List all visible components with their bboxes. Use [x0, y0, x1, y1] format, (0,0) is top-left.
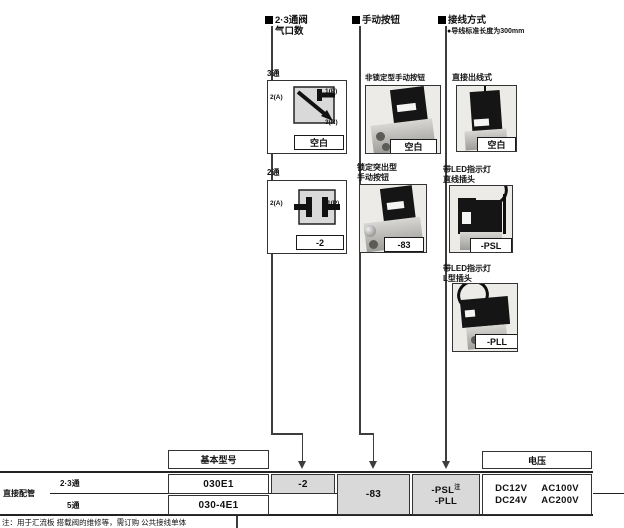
wiring-code-cell: -PSL注 -PLL — [412, 474, 480, 515]
voltage-header: 电压 — [482, 451, 592, 469]
option-box-2port: 2(A) 1(P) -2 — [267, 180, 347, 254]
option-label-line1: 带LED指示灯 — [443, 165, 491, 174]
section-marker-icon — [352, 16, 360, 24]
option-label-nonlocking: 非锁定型手动按钮 — [365, 73, 425, 82]
photo-wire — [503, 194, 506, 234]
valve-photo-leadwire: 空白 — [456, 85, 517, 152]
base-model-header: 基本型号 — [168, 450, 269, 469]
photo-port-hole — [369, 240, 378, 249]
voltage-option: AC100V — [541, 483, 579, 494]
option-label-locking: 锁定突出型 手动按钮 — [357, 163, 397, 182]
flow-arrow-icon — [441, 461, 450, 469]
section-title: 2·3通阀 — [275, 15, 308, 26]
option-label-line2: L型插头 — [443, 273, 472, 283]
valve-symbol-3port-icon — [293, 86, 335, 124]
wiring-code-pll: -PLL — [435, 496, 457, 507]
table-right-stub — [593, 493, 624, 494]
flow-line-wiring — [445, 26, 447, 462]
flow-line-valve-drop — [301, 433, 303, 462]
row1-label: 2·3通 — [60, 479, 80, 488]
voltage-options: DC12V AC100V DC24V AC200V — [495, 483, 579, 506]
wiring-code-psl: -PSL注 — [431, 483, 460, 496]
section-header-manual: 手动按钮 — [352, 15, 400, 26]
valve-photo-straight-plug: -PSL — [449, 185, 513, 253]
photo-port-hole — [382, 143, 390, 151]
wiring-code-lines: -PSL注 -PLL — [431, 483, 460, 507]
section-marker-icon — [265, 16, 273, 24]
code-badge: 空白 — [390, 139, 437, 153]
voltage-option: DC24V — [495, 495, 528, 506]
code-badge: -2 — [296, 235, 344, 250]
option-label-pll: 带LED指示灯 L型插头 — [443, 264, 491, 283]
flow-arrow-icon — [298, 461, 306, 469]
section-header-wiring: 接线方式 ●导线标准长度为300mm — [438, 15, 524, 37]
table-continuation-line — [236, 516, 238, 528]
flow-line-manual-drop — [372, 433, 374, 462]
option-label-2port: 2通 — [267, 168, 280, 177]
port-label: 3(R) — [325, 119, 338, 126]
flow-line-manual-jog — [359, 433, 374, 435]
photo-label-window — [464, 309, 476, 318]
wiring-note: ●导线标准长度为300mm — [447, 28, 525, 35]
port-label: 2(A) — [270, 94, 283, 101]
valve-photo-nonlocking: 空白 — [365, 85, 441, 154]
code-badge: -83 — [384, 237, 424, 252]
option-label-line2: 直线插头 — [443, 174, 475, 184]
table-bottom-rule — [0, 514, 593, 516]
option-label-3port: 3通 — [267, 69, 280, 78]
port-code-cell: -2 — [271, 474, 335, 494]
option-label-line1: 锁定突出型 — [357, 163, 397, 172]
footnote-text: 注：用于汇流板 搭载阀的维修等，需订购 公共接线单体 — [2, 518, 187, 527]
voltage-option: AC200V — [541, 495, 579, 506]
option-label-line1: 带LED指示灯 — [443, 264, 491, 273]
section-header-valve: 2·3通阀 气口数 — [265, 15, 308, 37]
photo-led-window — [462, 212, 471, 224]
base-model-cell-23port: 030E1 — [168, 474, 269, 494]
code-badge: 空白 — [477, 137, 516, 151]
option-label-psl: 带LED指示灯 直线插头 — [443, 165, 491, 184]
photo-label-window — [473, 118, 490, 127]
flow-line-valve-jog — [271, 433, 303, 435]
section-subtitle: 气口数 — [275, 26, 304, 37]
base-model-cell-5port: 030-4E1 — [168, 495, 269, 515]
table-top-rule — [0, 471, 593, 473]
code-badge: -PSL — [470, 238, 512, 252]
row2-label: 5通 — [67, 501, 80, 510]
port-label: 1(P) — [325, 88, 338, 95]
option-label-leadwire: 直接出线式 — [452, 73, 492, 82]
code-badge: -PLL — [475, 334, 517, 349]
button-code-cell: -83 — [337, 474, 410, 515]
photo-wire — [484, 86, 486, 94]
code-text: -PSL — [431, 484, 455, 496]
photo-solenoid — [476, 200, 502, 232]
voltage-option: DC12V — [495, 483, 528, 494]
valve-symbol-2port-icon — [294, 189, 340, 225]
voltage-cell: DC12V AC100V DC24V AC200V — [482, 474, 592, 515]
code-text: -PLL — [434, 495, 458, 507]
row-group-label: 直接配管 — [3, 489, 35, 498]
section-title: 接线方式 — [448, 15, 487, 26]
section-title: 手动按钮 — [362, 15, 401, 26]
footnote-marker: 注 — [454, 484, 461, 491]
flow-arrow-icon — [369, 461, 377, 469]
photo-manual-button — [364, 225, 376, 237]
option-label-line2: 手动按钮 — [357, 172, 389, 182]
option-box-3port: 2(A) 1(P) 3(R) 空白 — [267, 80, 347, 154]
valve-photo-l-plug: -PLL — [452, 283, 518, 352]
code-badge: 空白 — [294, 135, 344, 150]
photo-port-hole — [376, 132, 385, 141]
port-label: 1(P) — [327, 200, 340, 207]
valve-photo-locking: -83 — [359, 184, 427, 253]
section-marker-icon — [438, 16, 446, 24]
port-label: 2(A) — [270, 200, 283, 207]
